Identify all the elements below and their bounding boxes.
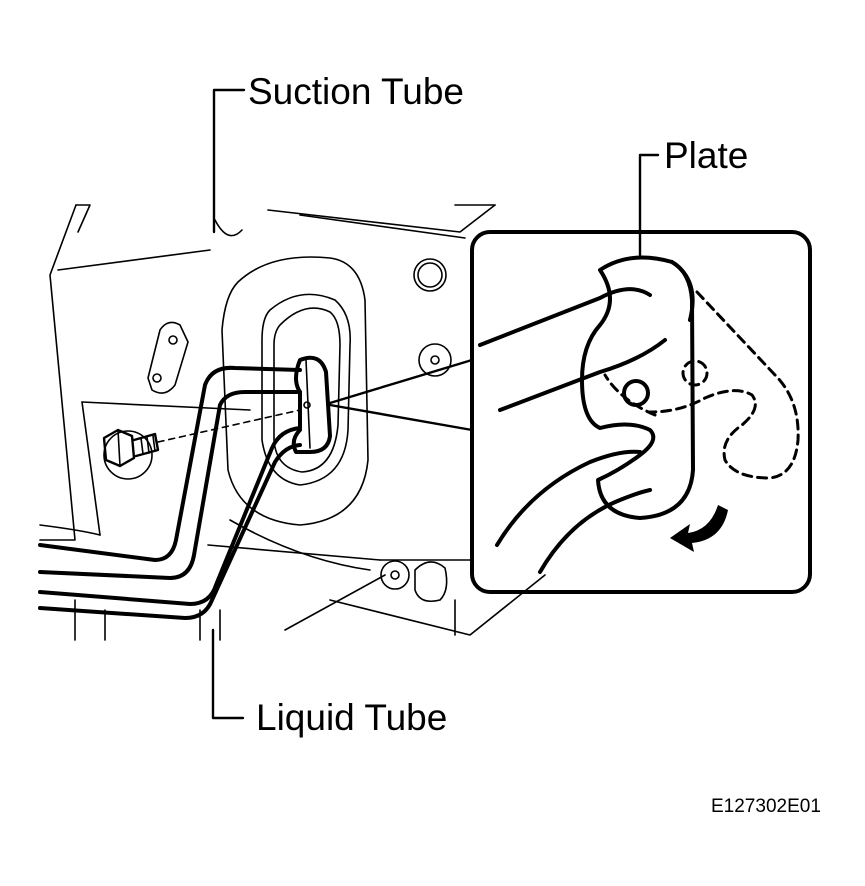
liquid-tube	[38, 426, 302, 620]
plate-small	[291, 355, 332, 454]
detail-inset	[470, 230, 812, 594]
bolt-icon	[102, 409, 301, 468]
plate-label: Plate	[664, 135, 748, 176]
figure-code: E127302E01	[711, 796, 821, 817]
callout-lines	[328, 358, 474, 432]
suction-tube	[38, 365, 302, 580]
rotation-arrow-icon	[670, 505, 728, 552]
suction-tube-label: Suction Tube	[248, 71, 464, 112]
leader-lines	[211, 88, 660, 720]
liquid-tube-label: Liquid Tube	[256, 697, 447, 738]
